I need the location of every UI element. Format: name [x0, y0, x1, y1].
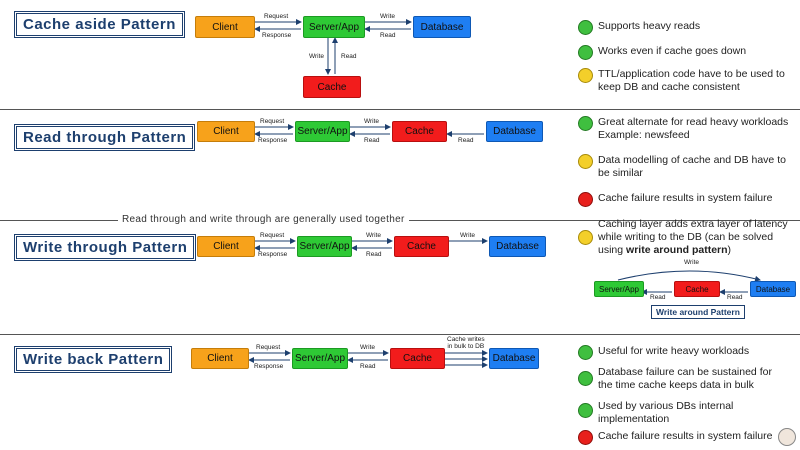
cache-aside-cache-box: Cache: [303, 76, 361, 98]
write-back-point-1: Useful for write heavy workloads: [578, 345, 749, 360]
write-around-read-left-label: Read: [650, 294, 666, 301]
write-through-write2-label: Write: [460, 232, 476, 239]
yellow-neutral-face-icon: [578, 230, 593, 245]
section-divider: [0, 334, 800, 335]
write-back-request-label: Request: [256, 344, 281, 351]
section-divider: [0, 109, 800, 110]
green-smiley-icon: [578, 45, 593, 60]
read-write-through-note: Read through and write through are gener…: [118, 214, 409, 225]
cache-aside-read-label: Read: [380, 32, 396, 39]
read-through-database-box: Database: [486, 121, 543, 142]
green-smiley-icon: [578, 116, 593, 131]
cache-aside-database-box: Database: [413, 16, 471, 38]
yellow-neutral-face-icon: [578, 154, 593, 169]
write-back-point-4: Cache failure results in system failure: [578, 430, 773, 445]
read-through-read2-label: Read: [458, 137, 474, 144]
write-around-read-right-label: Read: [727, 294, 743, 301]
write-back-client-box: Client: [191, 348, 249, 369]
cache-aside-point-1: Supports heavy reads: [578, 20, 700, 35]
write-through-write-label: Write: [366, 232, 382, 239]
write-back-server-box: Server/App: [292, 348, 348, 369]
green-smiley-icon: [578, 371, 593, 386]
write-back-database-box: Database: [489, 348, 539, 369]
green-smiley-icon: [578, 403, 593, 418]
write-through-read-label: Read: [366, 251, 382, 258]
write-through-database-box: Database: [489, 236, 546, 257]
cache-aside-read-cache-label: Read: [341, 53, 357, 60]
cache-aside-title: Cache aside Pattern: [14, 11, 185, 38]
read-through-read-label: Read: [364, 137, 380, 144]
cache-aside-point-2: Works even if cache goes down: [578, 45, 746, 60]
write-around-database-box: Database: [750, 281, 796, 297]
red-sad-face-icon: [578, 430, 593, 445]
write-back-cache-box: Cache: [390, 348, 445, 369]
cache-aside-client-box: Client: [195, 16, 255, 38]
cache-aside-request-label: Request: [264, 13, 289, 20]
read-through-point-3: Cache failure results in system failure: [578, 192, 773, 207]
write-through-server-box: Server/App: [297, 236, 352, 257]
cache-aside-write-cache-label: Write: [309, 53, 325, 60]
read-through-cache-box: Cache: [392, 121, 447, 142]
read-through-point-1: Great alternate for read heavy workloads…: [578, 116, 788, 142]
read-through-client-box: Client: [197, 121, 255, 142]
write-back-read-label: Read: [360, 363, 376, 370]
red-sad-face-icon: [578, 192, 593, 207]
read-through-server-box: Server/App: [295, 121, 350, 142]
write-back-title: Write back Pattern: [14, 346, 173, 373]
cache-aside-response-label: Response: [262, 32, 292, 39]
write-through-request-label: Request: [260, 232, 285, 239]
write-around-cache-box: Cache: [674, 281, 720, 297]
green-smiley-icon: [578, 20, 593, 35]
write-back-write-label: Write: [360, 344, 376, 351]
write-around-server-box: Server/App: [594, 281, 644, 297]
write-through-response-label: Response: [258, 251, 288, 258]
green-smiley-icon: [578, 345, 593, 360]
cache-aside-server-box: Server/App: [303, 16, 365, 38]
write-through-title: Write through Pattern: [14, 234, 197, 261]
write-around-write-label: Write: [684, 259, 700, 266]
write-through-point-1: Caching layer adds extra layer of latenc…: [578, 218, 788, 257]
write-back-response-label: Response: [254, 363, 284, 370]
yellow-neutral-face-icon: [578, 68, 593, 83]
write-around-title: Write around Pattern: [651, 305, 745, 319]
write-through-client-box: Client: [197, 236, 255, 257]
write-through-cache-box: Cache: [394, 236, 449, 257]
avatar-icon: [778, 428, 796, 446]
read-through-response-label: Response: [258, 137, 288, 144]
read-through-title: Read through Pattern: [14, 124, 196, 151]
read-through-write-label: Write: [364, 118, 380, 125]
cache-aside-write-label: Write: [380, 13, 396, 20]
read-through-request-label: Request: [260, 118, 285, 125]
